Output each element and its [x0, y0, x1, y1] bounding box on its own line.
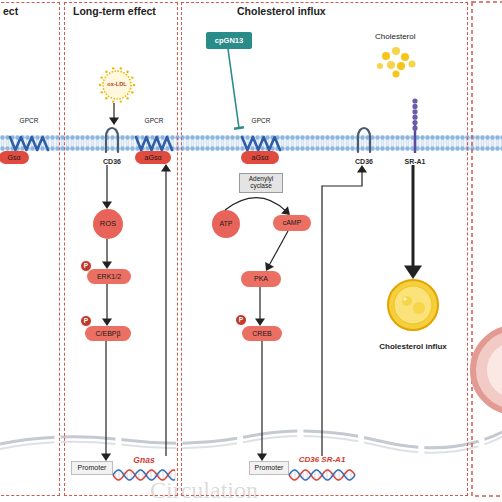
- promoter-box: Promoter: [249, 461, 289, 475]
- watermark-text: Circulation: [150, 477, 258, 502]
- node-text: Promoter: [255, 464, 284, 471]
- phospho-circle: P: [235, 314, 247, 326]
- vessel-lumen: [487, 342, 502, 398]
- camp-pill: cAMP: [273, 215, 311, 231]
- node-text: C/EBPβ: [95, 330, 120, 337]
- node-text: Adenylyl cyclase: [240, 176, 282, 190]
- molecule-label: Cholesterol: [375, 32, 415, 41]
- promoter-box: Promoter: [71, 461, 113, 475]
- node-text: Promoter: [78, 464, 107, 471]
- cd36-receptor: CD36: [349, 125, 379, 165]
- connector-arrow: [322, 171, 362, 456]
- panel-border: [472, 2, 502, 496]
- arrow-head: [102, 262, 112, 270]
- gpcr-receptor: GPCR: [7, 118, 51, 152]
- node-text: ROS: [100, 220, 116, 228]
- node-text: GPCR: [252, 118, 271, 125]
- node-text: P: [84, 318, 88, 325]
- panel-box: Cholesterol influx cpGN13GPCR aGsαAdenylyl…: [181, 2, 468, 496]
- panel-box: Long-term effect ox-LDL CD36 GPCR aGsαROS P ER…: [64, 2, 178, 496]
- arrow-head: [281, 206, 290, 215]
- arrow-head: [404, 266, 422, 280]
- panel-box: ectGPCR Gsα: [0, 2, 60, 496]
- connector-arrow: [165, 170, 166, 456]
- gprotein-pill: Gsα: [0, 151, 29, 164]
- node-text: Cholesterol influx: [379, 343, 447, 351]
- tf-pill: CREB: [242, 326, 282, 341]
- gene-dna: CD36 SR-A1: [289, 456, 355, 483]
- gprotein-pill: aGsα: [241, 151, 279, 164]
- connector-arrow: [259, 287, 260, 320]
- arrow-head: [102, 202, 112, 210]
- node-text: P: [239, 317, 243, 324]
- inhibition-bar: [234, 127, 244, 128]
- cd36-receptor: CD36: [97, 125, 127, 165]
- node-text: aGsα: [145, 154, 162, 161]
- arrow-head: [357, 165, 367, 173]
- connector-arrow: [113, 103, 114, 119]
- node-text: CREB: [252, 330, 271, 337]
- connector-arrow: [228, 49, 239, 128]
- gpcr-receptor: GPCR: [239, 118, 283, 152]
- node-text: CD36: [355, 158, 373, 165]
- connector-arrow: [105, 341, 106, 455]
- ros-circle: ROS: [93, 209, 123, 239]
- arrow-head: [102, 319, 112, 327]
- cholesterol-spheres: [377, 47, 416, 78]
- arrow-head: [101, 454, 111, 462]
- node-text: ATP: [219, 220, 232, 227]
- connector-arrow: [106, 284, 107, 320]
- inhibitor-box: cpGN13: [206, 32, 252, 49]
- arrow-head: [265, 262, 274, 271]
- gpcr-receptor: GPCR: [133, 118, 175, 152]
- gprotein-pill: aGsα: [135, 151, 171, 164]
- connector-arrow: [261, 341, 262, 455]
- membrane-band: [0, 135, 502, 151]
- connector-arrow: [106, 165, 107, 203]
- kinase-pill: ERK1/2: [87, 269, 131, 284]
- node-text: aGsα: [252, 154, 269, 161]
- arrow-head: [109, 118, 119, 126]
- node-text: Long-term effect: [73, 6, 156, 17]
- node-text: cpGN13: [215, 37, 243, 45]
- shape-outline: [399, 97, 431, 165]
- node-text: GPCR: [20, 118, 39, 125]
- connector-arrow: [225, 198, 286, 211]
- nuclear-envelope: [0, 436, 502, 453]
- arrow-head: [255, 319, 265, 327]
- node-text: ect: [3, 6, 18, 17]
- node-text: GPCR: [145, 118, 164, 125]
- shape-outline: [377, 279, 449, 351]
- kinase-pill: PKA: [241, 271, 281, 287]
- node-text: cAMP: [283, 219, 302, 226]
- lipid-bilayer: [0, 135, 502, 151]
- node-text: PKA: [254, 275, 268, 282]
- atp-circle: ATP: [212, 210, 240, 238]
- node-text: ERK1/2: [97, 273, 121, 280]
- vesicle-circle: Cholesterol influx: [377, 279, 449, 351]
- nuclear-envelope: [0, 431, 502, 448]
- node-text: ox-LDL: [107, 82, 126, 88]
- oxldl-particle: ox-LDL: [99, 67, 135, 103]
- enzyme-box: Adenylyl cyclase: [239, 173, 283, 193]
- node-text: CD36: [103, 158, 121, 165]
- tf-pill: C/EBPβ: [85, 326, 131, 341]
- sra1-receptor: SR-A1: [399, 97, 431, 165]
- node-text: SR-A1: [404, 158, 425, 165]
- vessel-crosssection: [473, 328, 502, 412]
- connector-arrow: [412, 165, 415, 268]
- arrow-head: [161, 164, 171, 172]
- node-text: P: [84, 263, 88, 270]
- arrow-head: [257, 454, 267, 462]
- node-text: Cholesterol influx: [237, 6, 326, 17]
- node-text: Gsα: [8, 154, 21, 161]
- node-text: Gnas: [133, 456, 154, 465]
- connector-arrow: [269, 231, 288, 266]
- node-text: CD36 SR-A1: [299, 456, 346, 464]
- connector-arrow: [106, 239, 107, 263]
